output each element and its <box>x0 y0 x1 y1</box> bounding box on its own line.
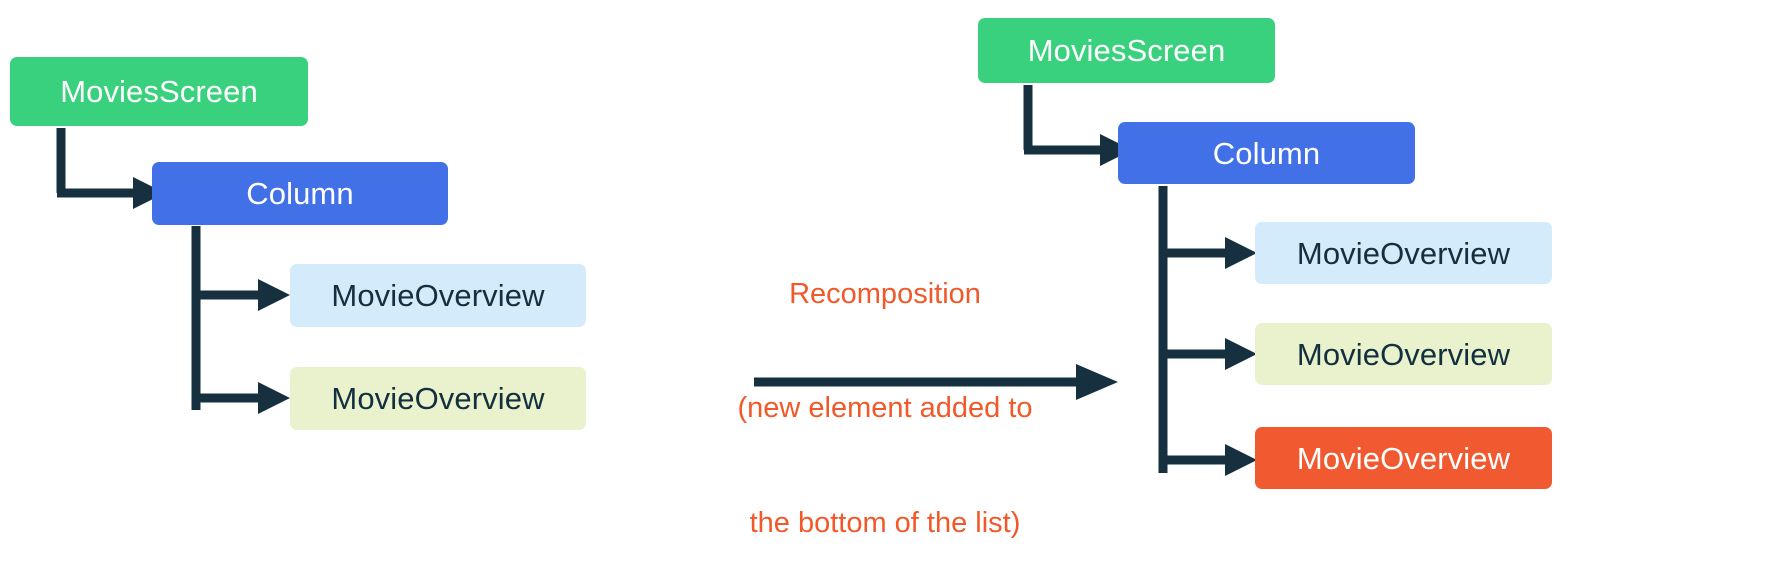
after-node-moviesscreen-label: MoviesScreen <box>1027 33 1226 68</box>
after-node-moviesscreen[interactable]: MoviesScreen <box>978 18 1275 83</box>
before-node-movieoverview-1[interactable]: MovieOverview <box>290 264 586 327</box>
after-node-movieoverview-3-label: MovieOverview <box>1296 440 1511 476</box>
before-node-movieoverview-2-label: MovieOverview <box>331 381 545 416</box>
after-node-movieoverview-1-label: MovieOverview <box>1296 235 1511 271</box>
before-connector-column-to-children <box>191 226 290 414</box>
transition-caption: Recomposition (new element added to the … <box>655 198 1115 584</box>
after-node-movieoverview-1[interactable]: MovieOverview <box>1255 222 1552 284</box>
after-node-column[interactable]: Column <box>1118 122 1415 184</box>
before-connector-screen-to-column <box>56 128 165 209</box>
after-connector-column-to-children <box>1158 186 1257 476</box>
after-node-movieoverview-3[interactable]: MovieOverview <box>1255 427 1552 489</box>
before-node-column-label: Column <box>246 176 354 211</box>
before-node-moviesscreen[interactable]: MoviesScreen <box>10 57 308 126</box>
after-node-column-label: Column <box>1212 135 1321 171</box>
before-node-column[interactable]: Column <box>152 162 448 225</box>
transition-caption-line-2: (new element added to <box>737 392 1033 425</box>
after-node-movieoverview-2-label: MovieOverview <box>1296 336 1511 372</box>
before-node-movieoverview-1-label: MovieOverview <box>331 278 545 313</box>
transition-caption-line-3: the bottom of the list) <box>749 507 1021 540</box>
before-node-moviesscreen-label: MoviesScreen <box>60 74 258 109</box>
after-connector-screen-to-column <box>1023 85 1132 166</box>
after-node-movieoverview-2[interactable]: MovieOverview <box>1255 323 1552 385</box>
transition-caption-line-1: Recomposition <box>789 277 981 310</box>
before-node-movieoverview-2[interactable]: MovieOverview <box>290 367 586 430</box>
